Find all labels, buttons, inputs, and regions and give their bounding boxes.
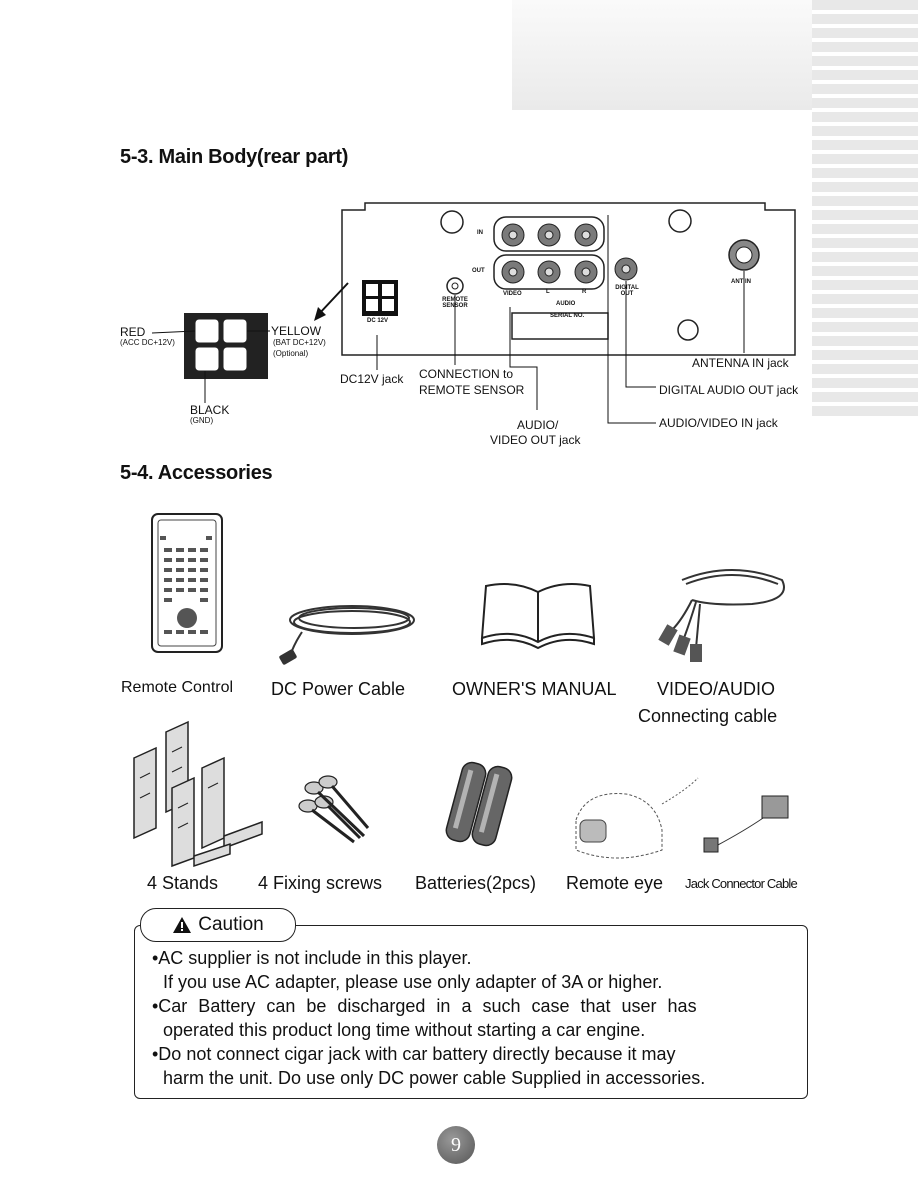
batteries-image <box>445 761 513 847</box>
caution-line-5: •Do not connect cigar jack with car batt… <box>152 1044 676 1064</box>
caution-line-3: •Car Battery can be discharged in a such… <box>152 996 697 1016</box>
wire-yellow-sub: (BAT DC+12V) <box>273 338 326 347</box>
page-number: 9 <box>437 1126 475 1164</box>
video-audio-cable-image <box>658 569 785 662</box>
callout-antenna: ANTENNA IN jack <box>692 356 789 370</box>
acc-stands: 4 Stands <box>147 873 219 893</box>
caution-line-6: harm the unit. Do use only DC power cabl… <box>163 1068 706 1088</box>
acc-dc-power-cable: DC Power Cable <box>271 679 406 699</box>
section-title-accessories: 5-4. Accessories <box>120 462 273 484</box>
remote-eye-image <box>575 777 789 859</box>
label-digital-out: DIGITAL OUT <box>615 285 639 297</box>
acc-remote-eye: Remote eye <box>566 873 664 893</box>
rear-panel-diagram <box>151 202 796 424</box>
callout-av-out-1: AUDIO/ <box>517 418 559 432</box>
header-shade <box>512 0 812 110</box>
label-ant-in: ANT IN <box>731 279 751 285</box>
wire-black: BLACK <box>190 403 230 417</box>
dc-power-cable-image <box>279 605 415 665</box>
caution-box <box>134 925 808 1099</box>
owners-manual-image <box>480 583 596 650</box>
callout-digital-audio: DIGITAL AUDIO OUT jack <box>659 383 799 397</box>
caution-line-1: •AC supplier is not include in this play… <box>152 948 472 968</box>
label-dc12v: DC 12V <box>367 318 389 324</box>
acc-connecting-cable: Connecting cable <box>638 706 778 726</box>
acc-owners-manual: OWNER'S MANUAL <box>452 679 617 699</box>
acc-batteries: Batteries(2pcs) <box>415 873 537 893</box>
remote-control-image <box>151 513 223 653</box>
label-video: VIDEO <box>503 291 522 297</box>
callout-remote-2: REMOTE SENSOR <box>419 383 525 397</box>
label-audio-l: L <box>546 289 550 295</box>
acc-video-audio: VIDEO/AUDIO <box>657 679 776 699</box>
label-out: OUT <box>472 268 485 274</box>
caution-line-2: If you use AC adapter, please use only a… <box>163 972 663 992</box>
callout-dc12v-jack: DC12V jack <box>340 372 404 386</box>
caution-title-text: Caution <box>198 914 264 935</box>
wire-red: RED <box>120 325 146 339</box>
callout-av-out-2: VIDEO OUT jack <box>490 433 581 447</box>
stands-image <box>133 720 263 868</box>
section-title-rear: 5-3. Main Body(rear part) <box>120 146 349 168</box>
callout-av-in: AUDIO/VIDEO IN jack <box>659 416 778 430</box>
wire-yellow: YELLOW <box>271 324 322 338</box>
wire-black-sub: (GND) <box>190 416 214 425</box>
callout-remote-1: CONNECTION to <box>419 367 514 381</box>
caution-line-4: operated this product long time without … <box>163 1020 646 1040</box>
wire-yellow-optional: (Optional) <box>273 349 309 358</box>
fixing-screws-image <box>298 775 370 844</box>
caution-title: Caution <box>140 908 296 942</box>
acc-remote-control: Remote Control <box>121 679 234 696</box>
label-audio: AUDIO <box>556 301 576 307</box>
acc-jack-connector-cable: Jack Connector Cable <box>685 876 798 891</box>
side-tab-strip <box>812 0 918 420</box>
acc-fixing-screws: 4 Fixing screws <box>258 873 383 893</box>
label-in: IN <box>477 230 483 236</box>
warning-icon <box>173 917 192 933</box>
label-audio-r: R <box>582 289 587 295</box>
label-serial-no: SERIAL NO. <box>550 313 585 319</box>
label-remote-sensor: REMOTE SENSOR <box>442 297 468 309</box>
wire-red-sub: (ACC DC+12V) <box>120 338 175 347</box>
